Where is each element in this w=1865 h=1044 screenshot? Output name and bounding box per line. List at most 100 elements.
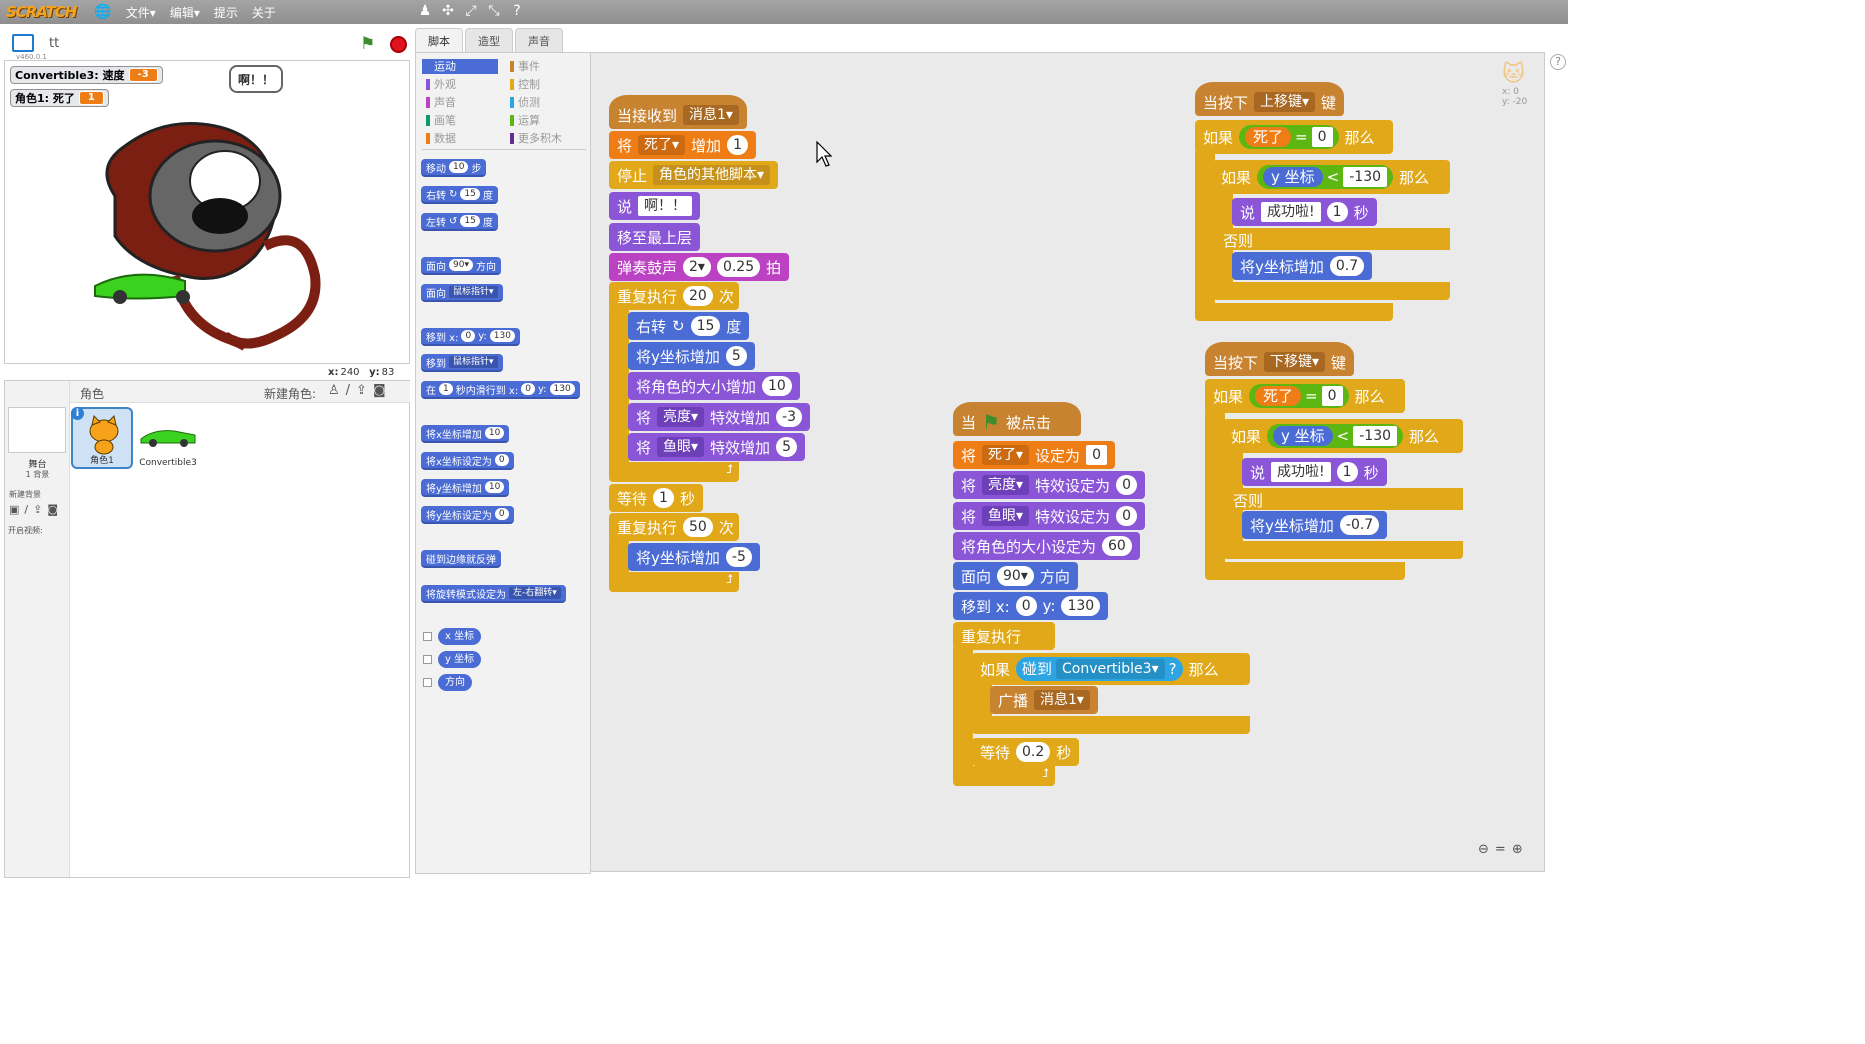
variable-monitor[interactable]: Convertible3: 速度 -3	[10, 66, 163, 84]
stage-thumbnail[interactable]	[8, 407, 66, 453]
block-change-y[interactable]: 将y坐标增加-0.7	[1242, 511, 1388, 539]
block-broadcast[interactable]: 广播消息1▾	[990, 686, 1098, 714]
file-menu[interactable]: 文件▾	[125, 5, 156, 20]
tips-menu[interactable]: 提示	[213, 5, 238, 20]
block-when-receive[interactable]: 当接收到消息1▾	[609, 95, 747, 129]
reporter-direction[interactable]: 方向	[438, 674, 472, 691]
block-say[interactable]: 说啊！！	[609, 192, 701, 220]
block-change-effect[interactable]: 将亮度▾特效增加-3	[628, 403, 811, 431]
category-data[interactable]: 数据	[422, 131, 498, 146]
stage[interactable]: Convertible3: 速度 -3 角色1: 死了 1 啊！！	[4, 60, 410, 364]
zoom-out-icon[interactable]: ⊖	[1478, 842, 1489, 857]
zoom-reset-icon[interactable]: =	[1494, 842, 1506, 857]
category-control[interactable]: 控制	[506, 77, 582, 92]
block-when-flag-clicked[interactable]: 当⚑被点击	[953, 402, 1081, 436]
globe-icon[interactable]: 🌐	[94, 4, 112, 20]
checkbox-x-position[interactable]	[423, 632, 432, 641]
paint-icon[interactable]: /	[345, 383, 351, 398]
category-motion[interactable]: 运动	[422, 59, 498, 74]
tab-scripts[interactable]: 脚本	[415, 28, 463, 52]
sprite-thumb-car[interactable]: Convertible3	[137, 407, 199, 469]
tab-sounds[interactable]: 声音	[515, 28, 563, 52]
about-menu[interactable]: 关于	[251, 5, 276, 20]
palette-block-goto[interactable]: 移到鼠标指针▾	[421, 354, 503, 372]
scratch-logo[interactable]: SCRATCH	[6, 3, 77, 21]
zoom-in-icon[interactable]: ⊕	[1511, 842, 1523, 857]
shrink-icon[interactable]: ⤡	[488, 3, 500, 19]
delete-icon[interactable]: ✣	[442, 3, 454, 19]
block-forever[interactable]: 重复执行	[953, 622, 1055, 650]
palette-block-rotation-style[interactable]: 将旋转模式设定为左-右翻转▾	[421, 585, 566, 603]
category-operators[interactable]: 运算	[506, 113, 582, 128]
duplicate-icon[interactable]: ♟	[418, 3, 432, 19]
reporter-y-position[interactable]: y 坐标	[438, 651, 482, 668]
category-pen[interactable]: 画笔	[422, 113, 498, 128]
camera-icon[interactable]: ◙	[47, 503, 59, 516]
category-sensing[interactable]: 侦测	[506, 95, 582, 110]
block-go-front[interactable]: 移至最上层	[609, 223, 701, 251]
block-stop[interactable]: 停止角色的其他脚本▾	[609, 161, 779, 189]
category-sound[interactable]: 声音	[422, 95, 498, 110]
block-change-y[interactable]: 将y坐标增加-5	[628, 543, 760, 571]
stop-icon[interactable]	[390, 36, 407, 53]
reporter-x-position[interactable]: x 坐标	[438, 628, 482, 645]
checkbox-y-position[interactable]	[423, 655, 432, 664]
sprite-cat-image[interactable]	[75, 106, 355, 356]
variable-monitor[interactable]: 角色1: 死了 1	[10, 89, 109, 107]
block-when-key-pressed[interactable]: 当按下下移键▾键	[1205, 342, 1355, 376]
tab-costumes[interactable]: 造型	[465, 28, 513, 52]
palette-block-point-towards[interactable]: 面向鼠标指针▾	[421, 284, 503, 302]
upload-icon[interactable]: ⇪	[33, 503, 43, 516]
fullscreen-icon[interactable]	[12, 34, 34, 52]
category-events[interactable]: 事件	[506, 59, 582, 74]
library-icon[interactable]: ♙	[328, 383, 340, 398]
category-more-blocks[interactable]: 更多积木	[506, 131, 582, 146]
edit-menu[interactable]: 编辑▾	[169, 5, 200, 20]
camera-icon[interactable]: ◙	[372, 383, 386, 398]
help-icon[interactable]: ?	[513, 3, 521, 19]
info-icon[interactable]: i	[71, 407, 84, 420]
green-flag-icon[interactable]: ⚑	[360, 34, 376, 54]
grow-icon[interactable]: ⤢	[465, 3, 477, 19]
project-title[interactable]: tt	[49, 36, 60, 51]
help-icon[interactable]: ?	[1550, 54, 1566, 70]
category-looks[interactable]: 外观	[422, 77, 498, 92]
checkbox-direction[interactable]	[423, 678, 432, 687]
palette-block-bounce[interactable]: 碰到边缘就反弹	[421, 550, 501, 568]
brush-icon[interactable]: /	[24, 503, 29, 516]
block-when-key-pressed[interactable]: 当按下上移键▾键	[1195, 82, 1345, 116]
